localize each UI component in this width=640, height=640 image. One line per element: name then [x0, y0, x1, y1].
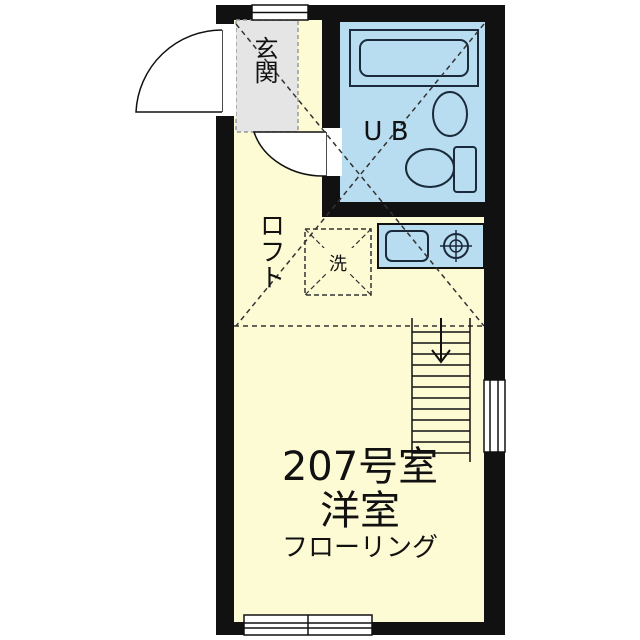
toilet — [405, 146, 477, 193]
top-window — [251, 4, 309, 21]
ladder-arrow-icon — [431, 349, 451, 364]
flooring-label: フローリング — [282, 533, 438, 563]
entrance-area — [135, 19, 299, 133]
loft-label: ロフト — [255, 212, 285, 290]
room-type-label: 洋室 — [320, 488, 400, 534]
loft-outline — [234, 23, 485, 327]
washer-space — [304, 228, 372, 296]
bottom-window — [243, 614, 373, 636]
entrance-label: 玄関 — [250, 36, 278, 84]
bath-sink — [432, 91, 468, 137]
stove-burner — [440, 230, 472, 262]
entrance-door-swing — [135, 29, 223, 113]
washer-label: 洗 — [329, 254, 347, 275]
bath-door-swing — [252, 131, 327, 177]
unit-bath-label: U B — [363, 117, 408, 147]
side-window — [483, 379, 506, 453]
kitchen-sink — [385, 230, 429, 262]
room-number-label: 207号室 — [282, 444, 438, 490]
bath-door-opening — [322, 128, 342, 176]
loft-ladder — [411, 318, 471, 462]
